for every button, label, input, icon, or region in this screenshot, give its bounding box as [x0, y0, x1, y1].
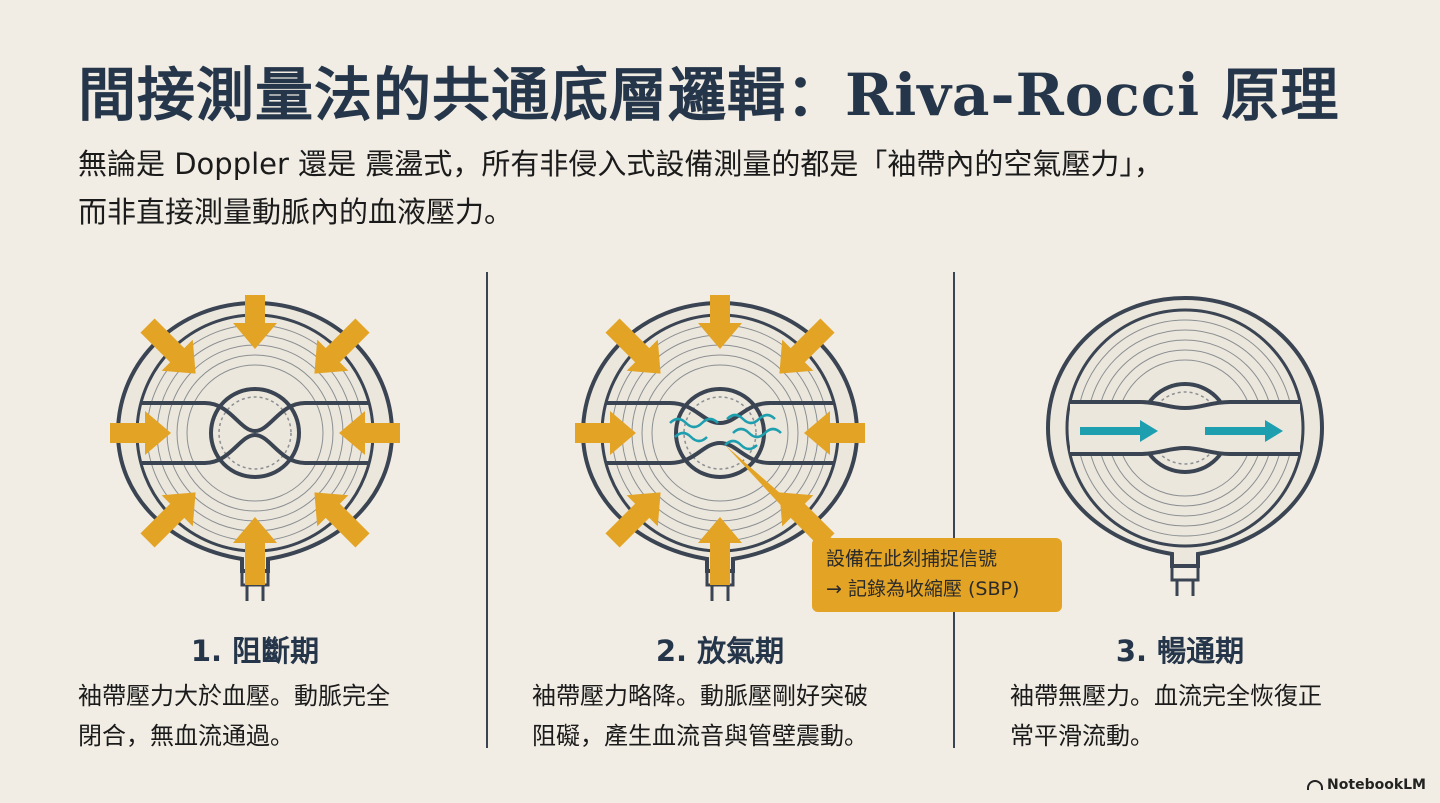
callout-line-2: → 記錄為收縮壓 (SBP): [826, 578, 1020, 600]
sbp-callout: 設備在此刻捕捉信號 → 記錄為收縮壓 (SBP): [812, 538, 1062, 612]
open-phase-diagram: [1045, 295, 1325, 596]
pressure-arrows: [110, 295, 400, 585]
subtitle-line-1: 無論是 Doppler 還是 震盪式，所有非侵入式設備測量的都是「袖帶內的空氣壓…: [78, 147, 1163, 181]
phase-2-desc-line-1: 袖帶壓力略降。動脈壓剛好突破: [532, 682, 868, 710]
collapsed-artery: [142, 401, 368, 465]
phase-1-desc-line-2: 閉合，無血流通過。: [78, 722, 294, 750]
callout-line-1: 設備在此刻捕捉信號: [826, 548, 998, 570]
phase-3-title: 3. 暢通期: [1115, 634, 1245, 668]
narrowed-artery: [607, 401, 833, 465]
deflation-phase-diagram: [575, 295, 865, 601]
blood-flow-arrows: [1080, 420, 1283, 442]
page-title: 間接測量法的共通底層邏輯：Riva-Rocci 原理: [78, 61, 1340, 129]
notebooklm-logo-icon: [1307, 780, 1324, 790]
turbulent-flow-icon: [669, 413, 782, 451]
phase-3-desc-line-1: 袖帶無壓力。血流完全恢復正: [1010, 682, 1322, 710]
phase-2-title: 2. 放氣期: [655, 634, 785, 668]
phase-3-desc-line-2: 常平滑流動。: [1010, 722, 1154, 750]
occlusion-phase-diagram: [110, 295, 400, 601]
phase-1-desc-line-1: 袖帶壓力大於血壓。動脈完全: [78, 682, 390, 710]
panel-divider: [953, 272, 955, 748]
phase-2-description: 袖帶壓力略降。動脈壓剛好突破 阻礙，產生血流音與管壁震動。: [532, 676, 868, 756]
phase-2-desc-line-2: 阻礙，產生血流音與管壁震動。: [532, 722, 868, 750]
panel-divider: [486, 272, 488, 748]
subtitle: 無論是 Doppler 還是 震盪式，所有非侵入式設備測量的都是「袖帶內的空氣壓…: [78, 140, 1378, 236]
phase-1-description: 袖帶壓力大於血壓。動脈完全 閉合，無血流通過。: [78, 676, 390, 756]
callout-pointer: [725, 445, 837, 553]
notebooklm-brand: NotebookLM: [1307, 777, 1426, 793]
brand-label: NotebookLM: [1327, 777, 1426, 793]
subtitle-line-2: 而非直接測量動脈內的血液壓力。: [78, 195, 514, 229]
phase-1-title: 1. 阻斷期: [190, 634, 320, 668]
phase-3-description: 袖帶無壓力。血流完全恢復正 常平滑流動。: [1010, 676, 1322, 756]
